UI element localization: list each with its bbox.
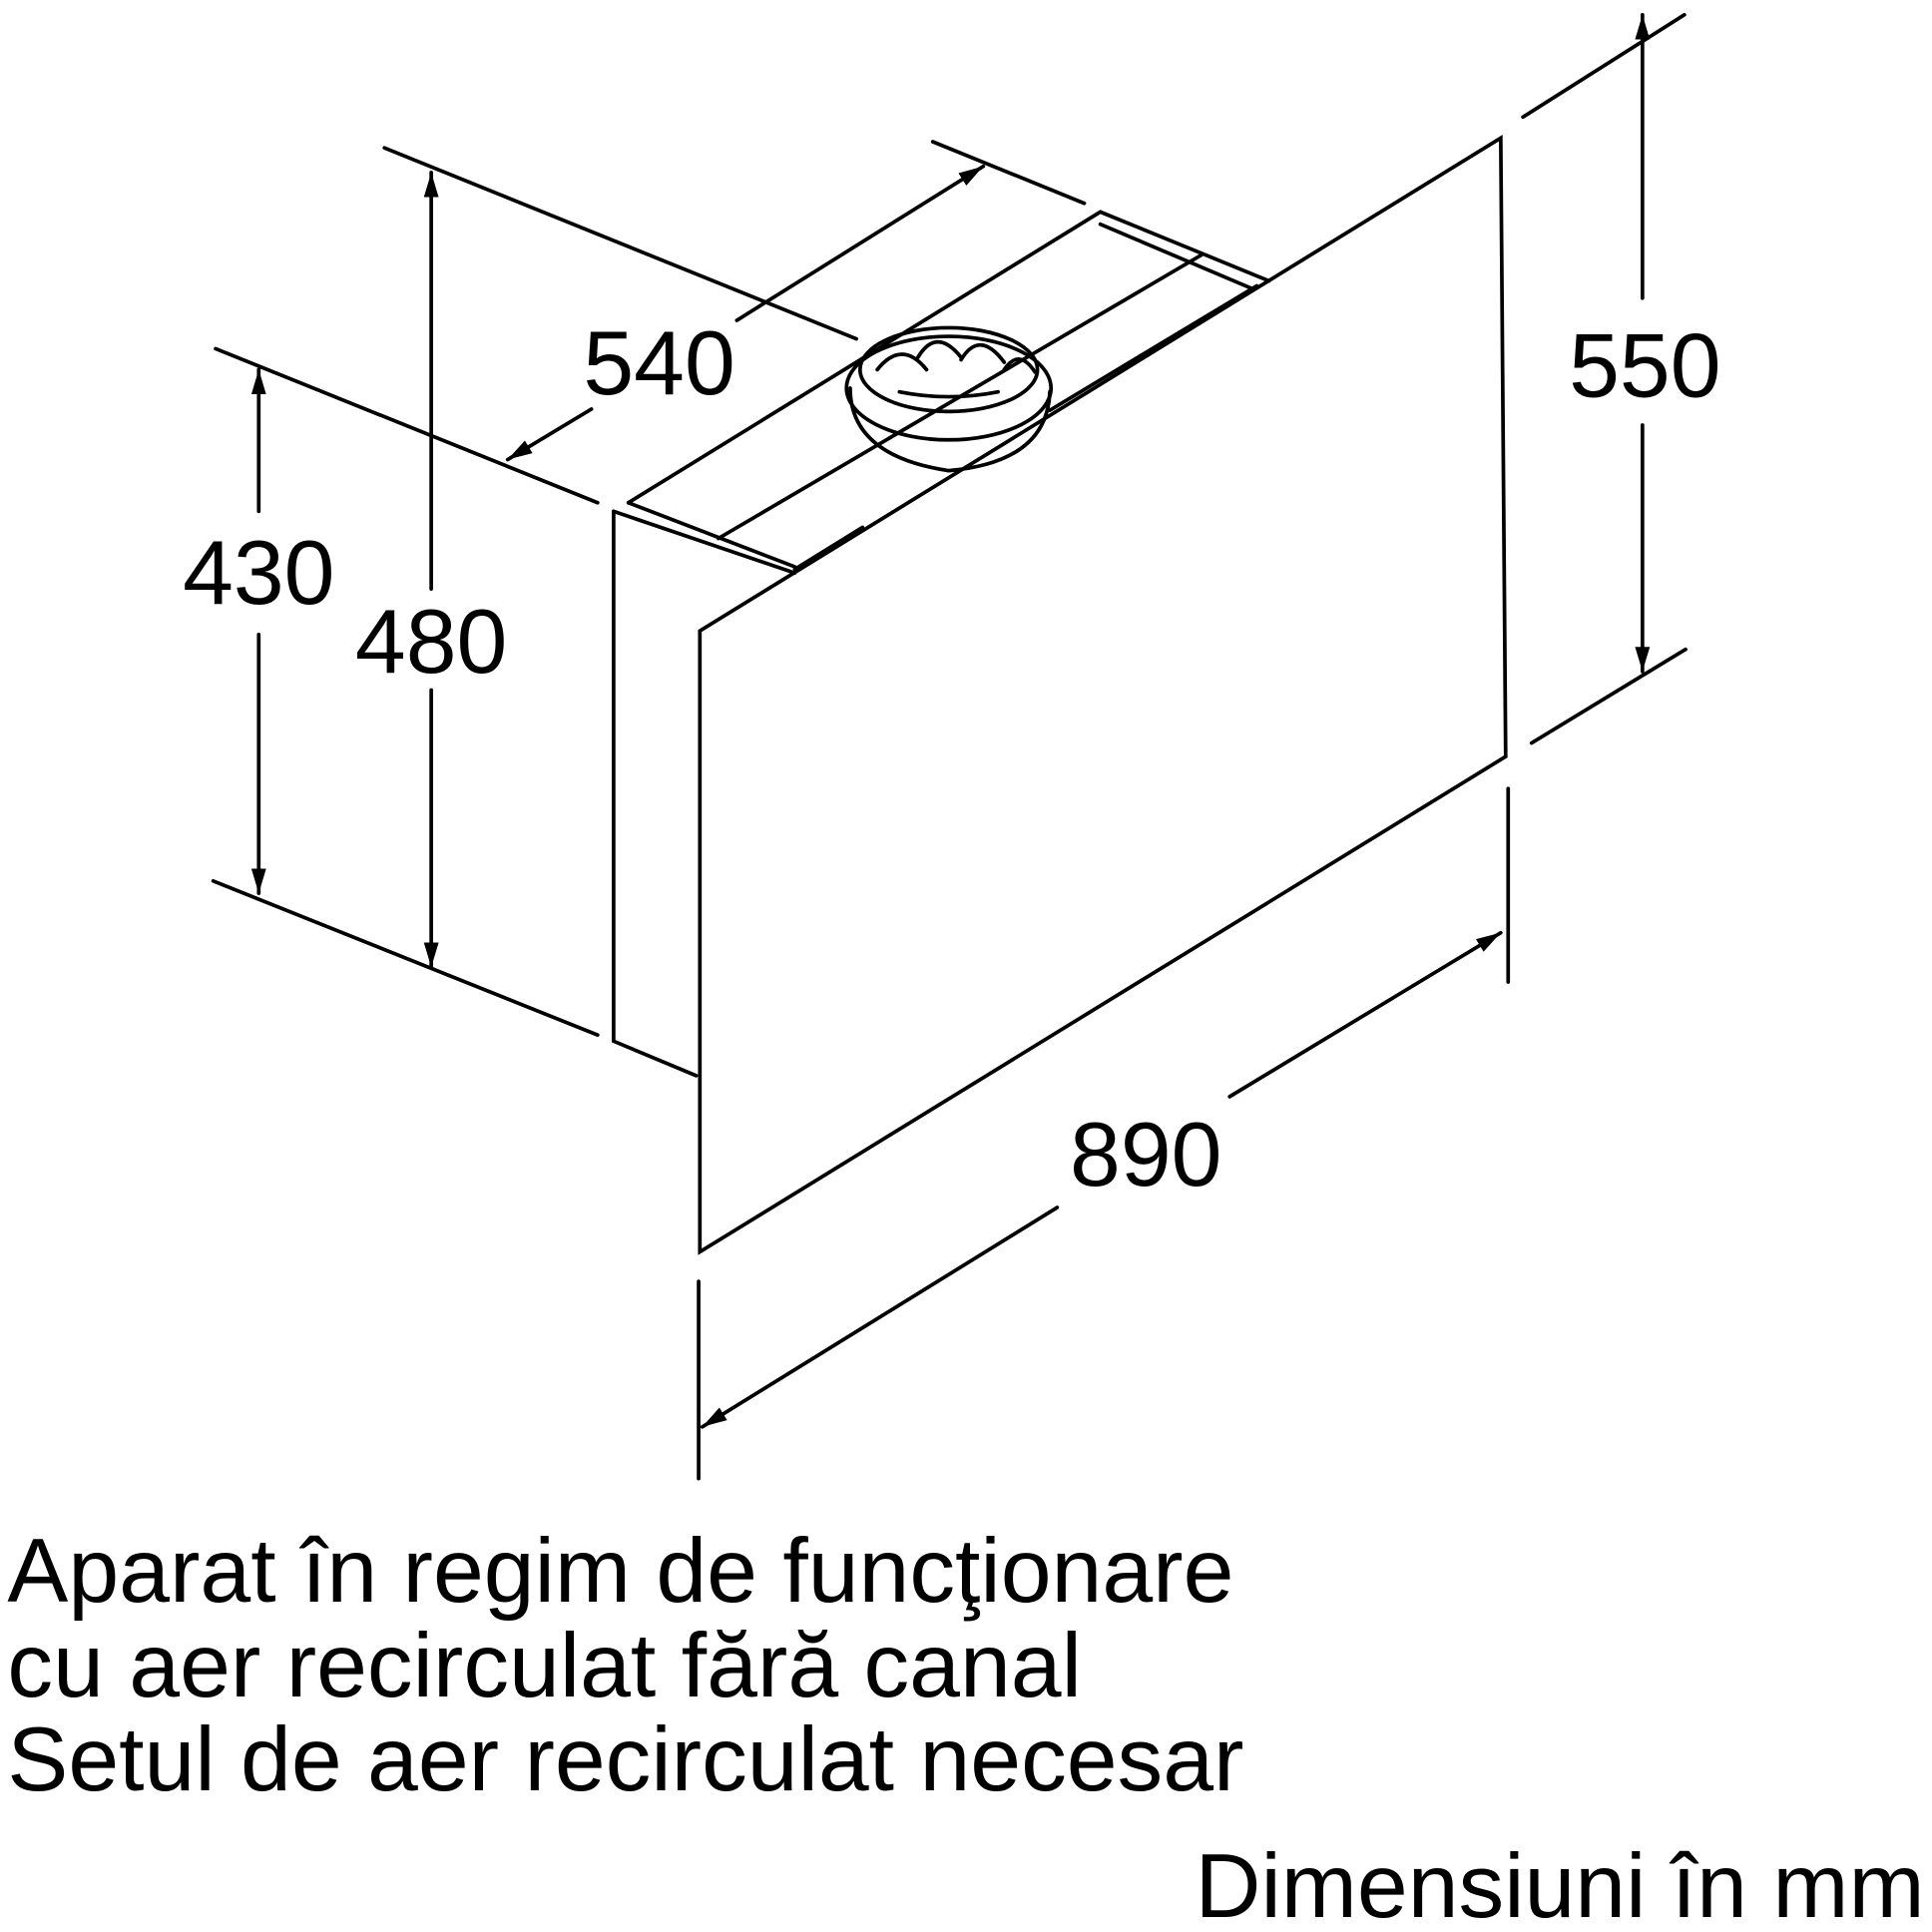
dimension-label-height-back: 430 (183, 522, 334, 624)
extension-lines (211, 12, 1688, 1481)
dimension-label-height-total: 480 (355, 591, 507, 693)
caption-line-3: Setul de aer recirculat necesar (7, 1708, 1243, 1810)
dimension-label-depth: 540 (583, 312, 734, 414)
dimension-label-width: 890 (1070, 1104, 1221, 1206)
caption-line-2: cu aer recirculat fără canal (7, 1615, 1082, 1716)
caption-line-1: Aparat în regim de funcţionare (7, 1520, 1233, 1622)
dimension-label-height-panel: 550 (1569, 315, 1720, 417)
range-hood-outline (612, 134, 1508, 1255)
units-note: Dimensiuni în mm (1196, 1835, 1925, 1932)
dimension-arrows (250, 12, 1651, 1429)
fan-filter-icon (844, 325, 1054, 473)
